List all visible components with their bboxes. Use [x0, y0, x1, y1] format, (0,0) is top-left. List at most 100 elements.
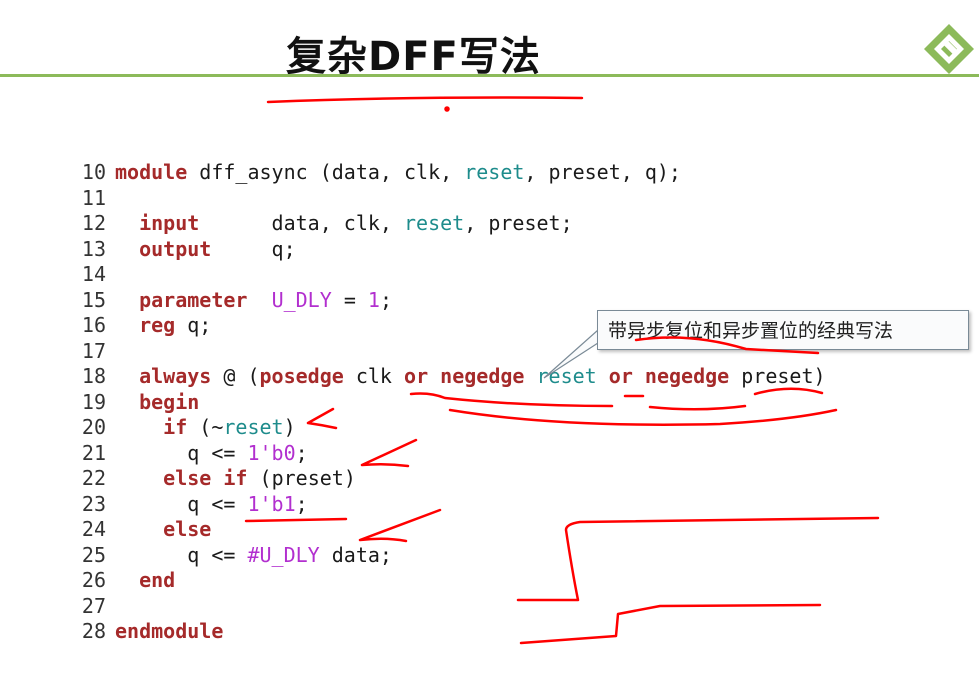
code-token: endmodule	[115, 619, 224, 643]
line-number: 11	[81, 185, 106, 210]
line-number: 22	[81, 466, 106, 490]
code-line: 26 end	[66, 568, 826, 594]
line-number: 19	[81, 389, 106, 414]
code-token: else	[163, 466, 212, 490]
code-line: 15 parameter U_DLY = 1;	[66, 288, 826, 314]
code-token	[115, 568, 139, 592]
code-line: 23 q <= 1'b1;	[66, 492, 826, 518]
code-line: 21 q <= 1'b0;	[66, 441, 826, 467]
line-number: 13	[81, 236, 106, 261]
line-number: 16	[81, 313, 106, 337]
code-token: q <=	[115, 440, 248, 465]
code-token: preset)	[729, 364, 826, 388]
code-line: 16 reg q;	[66, 313, 826, 339]
code-token: if	[223, 466, 248, 490]
code-line: 20 if (~reset)	[66, 415, 826, 441]
code-token: negedge	[440, 364, 525, 388]
code-line: 25 q <= #U_DLY data;	[66, 543, 826, 569]
diamond-logo-icon	[924, 24, 974, 74]
code-token: if	[163, 415, 188, 439]
code-line: 14	[66, 262, 826, 288]
code-token: q <=	[115, 542, 248, 567]
code-token: begin	[139, 389, 200, 414]
code-token	[633, 364, 645, 388]
code-token: data, clk,	[199, 211, 405, 235]
code-token: @ (	[211, 364, 260, 388]
line-number: 25	[81, 542, 106, 567]
code-token: input	[139, 211, 200, 235]
code-token: dff_async (data, clk,	[187, 160, 465, 184]
code-token: 1	[367, 287, 380, 312]
code-line: 12 input data, clk, reset, preset;	[66, 211, 826, 237]
code-token: clk	[343, 364, 405, 388]
title-underline	[266, 96, 584, 104]
code-token	[524, 364, 536, 388]
code-token	[115, 364, 139, 388]
code-token: reset	[464, 160, 525, 184]
code-token: or	[404, 364, 429, 388]
line-number: 17	[81, 338, 106, 363]
code-token	[115, 466, 163, 490]
code-token	[211, 466, 223, 490]
code-token: posedge	[259, 364, 344, 388]
code-token	[115, 237, 139, 261]
code-token	[115, 415, 163, 439]
line-number: 18	[81, 364, 106, 388]
line-number: 20	[81, 415, 106, 439]
code-token	[115, 390, 139, 414]
code-token: reset	[223, 415, 284, 439]
line-number: 23	[81, 491, 106, 516]
code-token: q <=	[115, 491, 248, 516]
code-token: data;	[319, 542, 392, 567]
line-number: 24	[81, 517, 106, 541]
code-token	[428, 364, 440, 388]
callout-note: 带异步复位和异步置位的经典写法	[597, 310, 969, 350]
code-token: U_DLY	[271, 287, 332, 312]
code-token: #U_DLY	[247, 542, 320, 567]
code-token: =	[331, 287, 368, 312]
line-number: 26	[81, 568, 106, 592]
line-number: 21	[81, 440, 106, 465]
code-token: end	[139, 568, 176, 592]
slide-title: 复杂DFF写法	[286, 34, 541, 80]
code-token: ;	[295, 491, 308, 516]
code-token	[115, 313, 139, 337]
code-token	[115, 211, 139, 235]
code-line: 19 begin	[66, 390, 826, 416]
code-token	[247, 288, 271, 312]
title-divider	[0, 74, 979, 77]
code-token: )	[283, 415, 296, 439]
code-line: 22 else if (preset)	[66, 466, 826, 492]
code-token: 1'b1	[247, 491, 296, 516]
line-number: 12	[81, 211, 106, 235]
line-number: 15	[81, 287, 106, 312]
code-token: 1'b0	[247, 440, 296, 465]
code-token: (~	[187, 415, 224, 439]
code-token: output	[139, 236, 212, 261]
code-line: 27	[66, 594, 826, 620]
code-token: , preset;	[464, 211, 573, 235]
line-number: 14	[81, 262, 106, 286]
line-number: 10	[81, 160, 106, 184]
code-line: 17	[66, 339, 826, 365]
code-line: 18 always @ (posedge clk or negedge rese…	[66, 364, 826, 390]
code-line: 11	[66, 186, 826, 212]
code-token: always	[139, 364, 212, 388]
code-token: module	[115, 160, 188, 184]
code-token: reset	[404, 211, 465, 235]
line-number: 27	[81, 593, 106, 618]
code-line: 10 module dff_async (data, clk, reset, pr…	[66, 160, 826, 186]
code-token: else	[163, 517, 212, 541]
code-token: negedge	[644, 364, 730, 388]
code-token: , preset, q);	[524, 160, 681, 184]
code-token	[115, 288, 139, 312]
code-line: 28 endmodule	[66, 619, 826, 645]
code-token: ;	[295, 440, 308, 465]
code-token: parameter	[139, 287, 248, 312]
code-token: (preset)	[247, 466, 356, 490]
line-number: 28	[81, 619, 106, 643]
code-token: ;	[379, 287, 392, 312]
code-token	[115, 517, 163, 541]
